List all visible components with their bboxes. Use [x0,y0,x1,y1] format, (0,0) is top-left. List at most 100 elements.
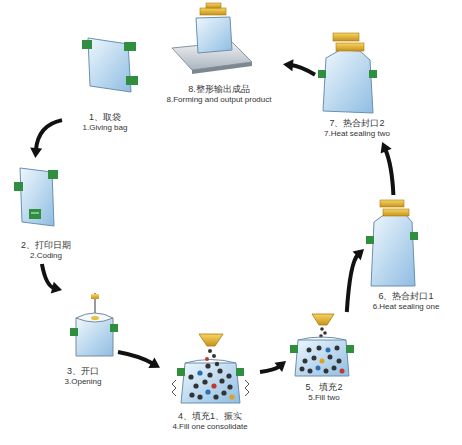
bag-filling-two [290,314,354,376]
process-step: 5、填充25.Fill two [286,312,362,406]
arrow-head [381,142,392,154]
bag-filling-one-part [205,389,210,394]
arrow-line [260,366,280,372]
bag-filling-one-part [188,374,193,379]
bag-filling-one-part [193,383,198,388]
conveyor-output-part [192,62,252,74]
bag-opening-part [76,313,113,322]
bag-sealing-one-part [383,209,409,216]
flow-arrow [30,120,62,158]
bag-filling-two-part [332,366,337,371]
arrow-line [42,264,54,288]
bag-opening-part [91,316,99,320]
step-label-cn: 6、热合封口1 [378,290,433,302]
arrow-line [291,65,315,75]
arrow-head [274,361,286,372]
bag-filling-one-part [213,394,218,399]
bag-giving [82,38,138,92]
bag-filling-two-part [290,345,298,353]
bag-filling-two-part [340,369,345,374]
bag-filling-one-part [226,373,231,378]
bag-coding-part [14,182,23,191]
bag-filling-two-part [337,359,342,364]
flow-arrow [347,249,364,312]
bag-giving-part [124,42,136,51]
bag-filling-one-part [227,384,232,389]
bag-giving-part [82,40,92,49]
bag-filling-two-part [317,346,322,351]
step-label-cn: 8.整形输出成品 [188,83,250,95]
bag-opening-part [70,328,78,336]
conveyor-output [172,3,252,74]
bag-filling-two-part [308,369,313,374]
bag-sealing-one-part [371,214,415,286]
bag-filling-one-part [185,360,236,364]
bag-filling-one-part [211,383,216,388]
process-step: 3、开口3.Opening [48,290,118,390]
bag-sealing-one-part [410,232,418,240]
bag-sealing-two-part [318,70,326,78]
bag-filling-two-part [335,346,340,351]
conveyor-output-part [200,8,226,15]
step-label-en: 5.Fill two [308,393,340,403]
conveyor-output-part [196,17,232,53]
process-step: 4、填充1、振实4.Fill one consolidate [160,330,260,435]
bag-sealing-two-part [336,43,364,51]
bag-sealing-two [318,33,377,113]
conveyor-output-part [206,3,221,8]
bag-filling-one-part [205,357,209,361]
arrow-line [385,149,393,195]
step-label-cn: 5、填充2 [305,381,342,393]
process-step: 8.整形输出成品8.Forming and output product [155,4,283,108]
bag-opening-part [91,294,99,299]
process-step: 6、热合封口16.Heat sealing one [364,195,448,315]
step-label-cn: 4、填充1、振实 [178,410,242,422]
bag-filling-one-part [208,349,212,353]
bag-sealing-two-part [369,70,377,78]
bag-filling-one [172,334,249,403]
bag-opening-part [76,318,113,356]
bag-filling-two-part [298,337,346,340]
arrow-head [148,358,160,368]
bag-filling-one-part [172,380,176,396]
bag-filling-one-part [215,362,219,366]
bag-sealing-one-part [380,200,404,207]
bag-opening-part [110,324,118,332]
arrow-line [118,352,153,364]
arrow-line [36,120,62,150]
bag-filling-one-part [221,390,226,395]
bag-filling-two-part [316,366,321,371]
bag-giving-part [126,76,138,85]
step-label-cn: 3、开口 [67,365,99,377]
step-label-en: 4.Fill one consolidate [172,422,247,432]
arrow-line [347,254,358,312]
bag-sealing-one [366,200,418,286]
step-label-en: 2.Coding [30,251,62,261]
step-label-en: 6.Heat sealing one [373,302,440,312]
bag-sealing-one-part [366,236,374,244]
bag-filling-two-part [328,355,333,360]
arrow-head [30,148,42,158]
bag-filling-one-part [197,370,202,375]
bag-filling-two-part [312,356,317,361]
arrow-head [283,59,294,71]
bag-filling-one-part [207,372,212,377]
process-step: 1、取袋1.Giving bag [62,30,148,136]
arrow-head [51,282,62,294]
process-step: 7、热合封口27.Heat sealing two [315,30,399,142]
flow-arrow [118,352,160,368]
bag-filling-one-part [205,363,210,368]
step-label-cn: 7、热合封口2 [329,117,384,129]
bag-filling-one-part [219,378,224,383]
flow-arrow [42,264,62,293]
bag-filling-one-part [229,394,234,399]
bag-filling-two-part [312,314,334,325]
step-label-cn: 1、取袋 [89,111,121,123]
bag-sealing-two-part [333,33,359,41]
bag-coding [14,168,58,226]
bag-filling-one-part [217,368,222,373]
step-label-en: 3.Opening [65,377,102,387]
bag-filling-two-part [320,327,324,331]
